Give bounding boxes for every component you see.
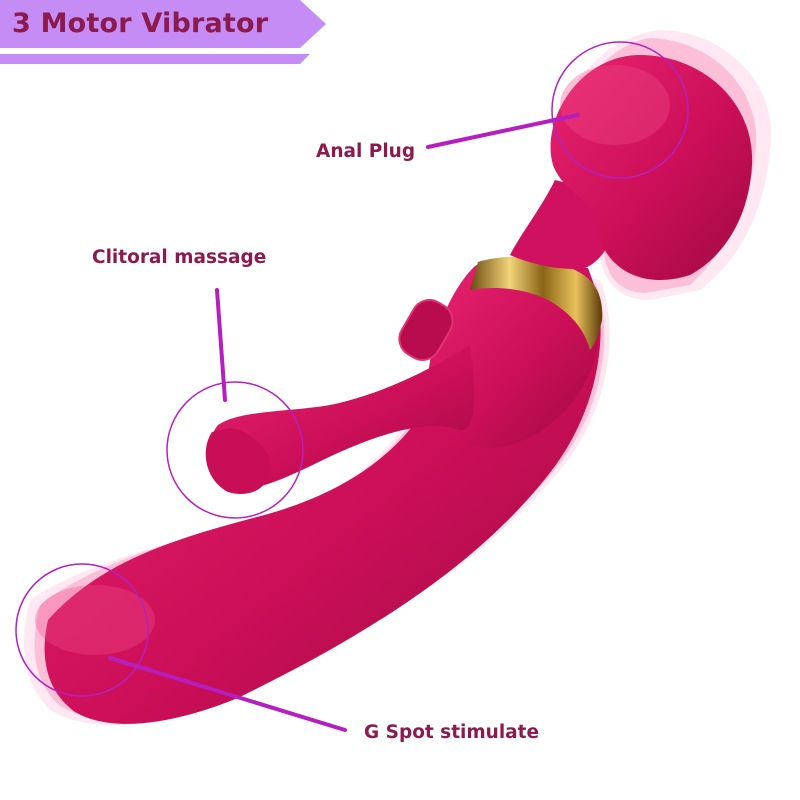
power-button	[398, 299, 454, 361]
page-title: 3 Motor Vibrator	[12, 8, 269, 39]
anal-plug-label: Anal Plug	[316, 141, 416, 162]
title-banner: 3 Motor Vibrator	[0, 0, 330, 64]
anal-plug-circle	[551, 41, 689, 179]
clitoral-massage-label: Clitoral massage	[92, 247, 267, 268]
clitoral-arm	[209, 345, 475, 490]
clitoral-pointer	[215, 288, 227, 402]
clitoral-circle	[166, 381, 304, 519]
gspot-highlight	[35, 585, 155, 655]
gspot-pointer	[108, 656, 347, 732]
g-spot-label: G Spot stimulate	[364, 722, 540, 743]
gspot-circle	[15, 563, 149, 697]
vibrator-head	[550, 55, 753, 280]
gold-band	[470, 256, 603, 350]
anal-plug-pointer	[426, 113, 580, 149]
banner-shape	[0, 0, 326, 64]
head-highlight	[560, 65, 670, 145]
clitoral-arm-tip	[205, 428, 271, 494]
